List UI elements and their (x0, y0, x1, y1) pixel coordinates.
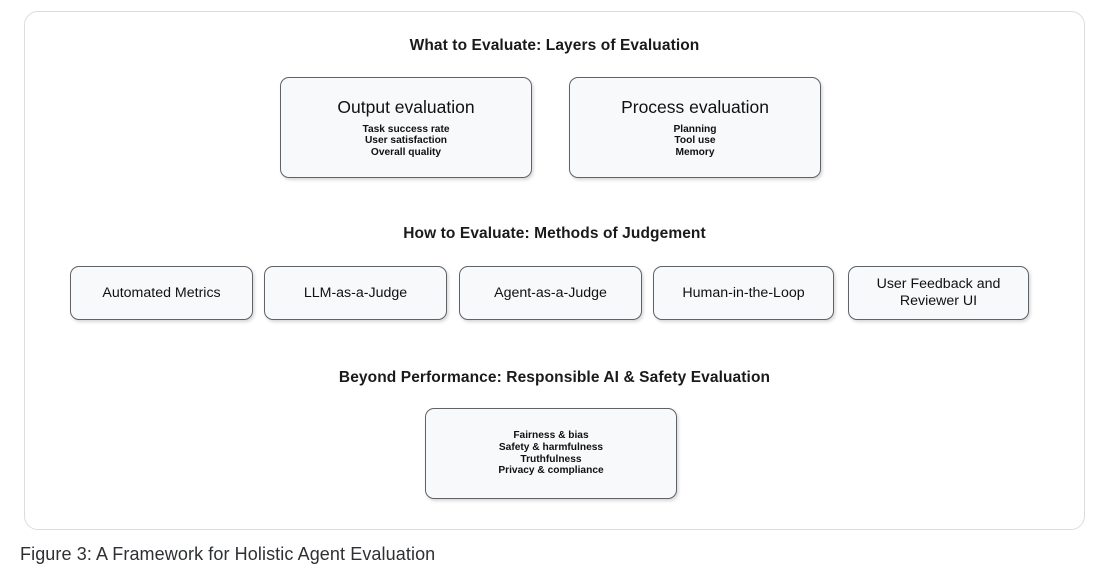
list-item: Tool use (674, 135, 716, 147)
node-human-in-the-loop[interactable]: Human-in-the-Loop (653, 266, 834, 320)
node-user-feedback-and-reviewer-ui-label: User Feedback and Reviewer UI (876, 276, 1001, 309)
node-process-evaluation-items: Planning Tool use Memory (673, 124, 716, 159)
list-item: Planning (673, 123, 717, 135)
figure-caption: Figure 3: A Framework for Holistic Agent… (20, 544, 436, 564)
section-heading-layers: What to Evaluate: Layers of Evaluation (409, 37, 700, 54)
node-human-in-the-loop-label: Human-in-the-Loop (682, 284, 805, 301)
node-llm-as-a-judge[interactable]: LLM-as-a-Judge (264, 266, 447, 320)
list-item: Memory (675, 146, 715, 158)
list-item: Privacy & compliance (498, 465, 604, 477)
list-item: Safety & harmfulness (498, 441, 604, 453)
list-item: Overall quality (370, 146, 442, 158)
node-process-evaluation[interactable]: Process evaluation Planning Tool use Mem… (569, 77, 821, 178)
list-item: Truthfulness (520, 453, 582, 465)
node-user-feedback-and-reviewer-ui[interactable]: User Feedback and Reviewer UI (848, 266, 1029, 320)
node-responsible-ai-safety[interactable]: Fairness & bias Safety & harmfulness Tru… (425, 408, 677, 499)
list-item: Task success rate (362, 123, 450, 135)
node-agent-as-a-judge[interactable]: Agent-as-a-Judge (459, 266, 642, 320)
node-automated-metrics[interactable]: Automated Metrics (70, 266, 253, 320)
node-output-evaluation-title: Output evaluation (337, 96, 475, 117)
node-agent-as-a-judge-label: Agent-as-a-Judge (494, 284, 607, 301)
node-automated-metrics-label: Automated Metrics (102, 284, 221, 301)
list-item: User satisfaction (364, 135, 448, 147)
section-heading-methods: How to Evaluate: Methods of Judgement (403, 225, 706, 242)
node-output-evaluation[interactable]: Output evaluation Task success rate User… (280, 77, 532, 178)
node-output-evaluation-items: Task success rate User satisfaction Over… (362, 124, 449, 159)
diagram-frame: What to Evaluate: Layers of Evaluation O… (24, 11, 1085, 530)
section-heading-beyond-performance: Beyond Performance: Responsible AI & Saf… (338, 369, 771, 386)
node-responsible-ai-safety-items: Fairness & bias Safety & harmfulness Tru… (498, 430, 603, 476)
list-item: Fairness & bias (513, 430, 589, 442)
node-llm-as-a-judge-label: LLM-as-a-Judge (303, 284, 408, 301)
node-process-evaluation-title: Process evaluation (621, 96, 769, 117)
